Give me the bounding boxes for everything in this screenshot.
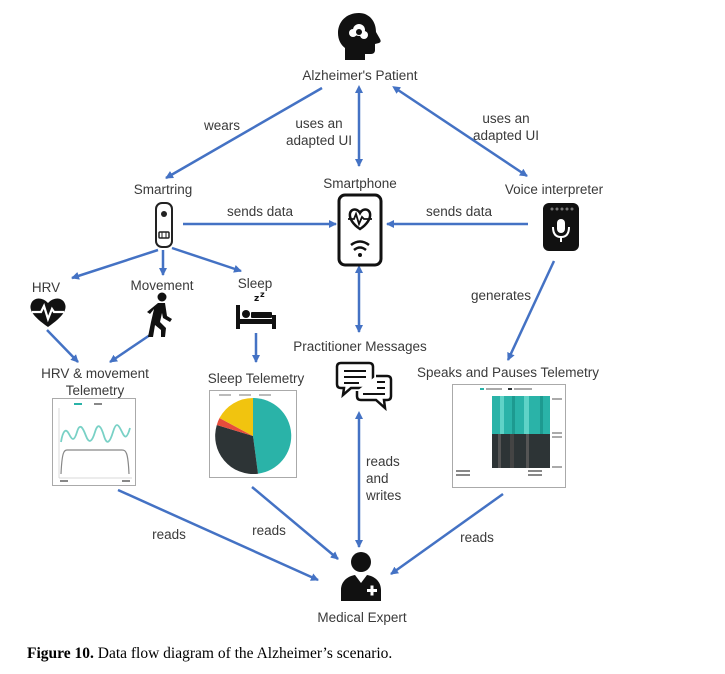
edge-movement-telemetry (109, 333, 151, 364)
edge-label-uses-ui-right: uses an adapted UI (472, 111, 540, 143)
figure-caption-text: Data flow diagram of the Alzheimer’s sce… (93, 645, 393, 662)
smartphone-label: Smartphone (323, 176, 397, 191)
edge-label-wears: wears (203, 118, 240, 133)
sleep-label: Sleep (237, 276, 273, 291)
sleep-telemetry-label: Sleep Telemetry (207, 371, 305, 386)
figure-caption-label: Figure 10. (27, 645, 94, 662)
heart-pulse-icon (30, 298, 66, 327)
edge-uses-ui-right (392, 86, 528, 178)
edge-label-reads-left: reads (152, 527, 186, 542)
patient-label: Alzheimer's Patient (302, 68, 418, 83)
hrv-telemetry-label: HRV & movement Telemetry (41, 366, 149, 398)
edge-label-reads-right: reads (460, 530, 494, 545)
edge-ring-sleep (171, 246, 242, 273)
hrv-telemetry-chart-thumbnail (52, 398, 136, 486)
edge-label-uses-ui-left: uses an adapted UI (285, 116, 353, 148)
edge-label-sends-left: sends data (226, 204, 294, 219)
edge-generates (506, 260, 556, 361)
smart-speaker-icon (543, 203, 579, 251)
smartring-label: Smartring (133, 182, 193, 197)
figure-caption: Figure 10. Data flow diagram of the Alzh… (27, 645, 392, 663)
edge-label-reads-writes: reads and writes (366, 454, 402, 503)
voice-label: Voice interpreter (504, 182, 604, 197)
smartring-icon (155, 202, 173, 248)
svg-text:z: z (260, 291, 265, 299)
smartphone-heart-icon (337, 193, 383, 267)
chat-bubbles-icon (335, 361, 393, 412)
svg-text:z: z (254, 294, 259, 304)
edge-label-reads-mid: reads (252, 523, 286, 538)
edge-reads-mid (251, 486, 339, 560)
edge-reads-left (117, 488, 319, 582)
sleep-telemetry-pie-thumbnail (209, 390, 297, 478)
hrv-label: HRV (31, 280, 61, 295)
practitioner-label: Practitioner Messages (293, 339, 427, 354)
walking-person-icon (147, 292, 172, 337)
edge-ring-hrv (71, 248, 159, 280)
speaks-telemetry-label: Speaks and Pauses Telemetry (416, 365, 600, 380)
movement-label: Movement (130, 278, 194, 293)
head-icon (338, 13, 381, 60)
speaks-telemetry-chart-thumbnail (452, 384, 566, 488)
edge-wears (165, 86, 323, 180)
expert-label: Medical Expert (317, 610, 407, 625)
edge-hrv-telemetry (46, 329, 79, 363)
edge-reads-right (390, 492, 504, 576)
bed-sleep-icon: z z (236, 291, 276, 329)
edge-label-sends-right: sends data (425, 204, 493, 219)
doctor-icon (341, 552, 381, 601)
edge-label-generates: generates (470, 288, 532, 303)
